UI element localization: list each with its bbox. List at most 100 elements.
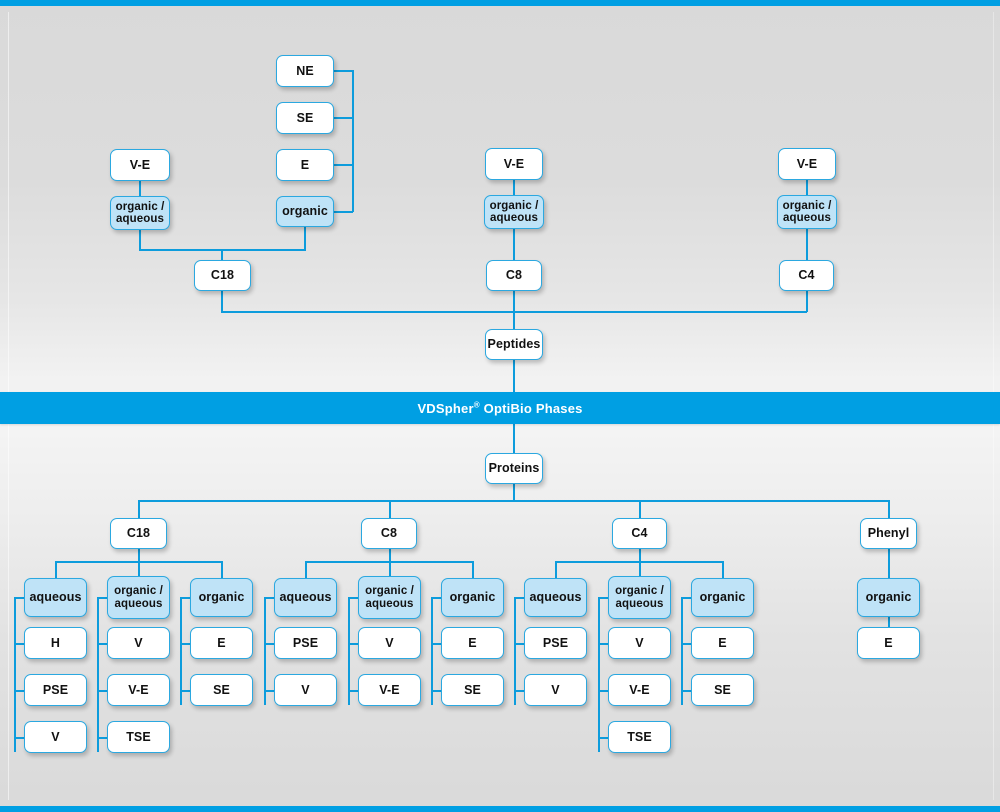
proteins-c8-organic-item-e[interactable]: E — [441, 627, 504, 659]
proteins-c4-mode-aqueous[interactable]: aqueous — [524, 578, 587, 617]
connector — [138, 561, 140, 576]
connector — [334, 70, 353, 72]
proteins-c8-aqueous-item-v[interactable]: V — [274, 674, 337, 706]
proteins-c8-mode-organic[interactable]: organic — [441, 578, 504, 617]
connector — [334, 164, 353, 166]
peptides-c18-organic-item-e[interactable]: E — [276, 149, 334, 181]
connector — [681, 643, 692, 645]
connector — [555, 561, 557, 578]
proteins-c4-organic-item-se[interactable]: SE — [691, 674, 754, 706]
connector — [14, 737, 25, 739]
connector — [180, 597, 182, 705]
bottom-accent-bar — [0, 806, 1000, 812]
connector — [431, 690, 442, 692]
proteins-c8-organic-aqueous-item-v[interactable]: V — [358, 627, 421, 659]
connector — [14, 643, 25, 645]
connector — [722, 561, 724, 578]
banner-title: VDSpher® OptiBio Phases — [417, 401, 582, 416]
connector — [334, 211, 353, 213]
proteins-c4-organic-aqueous-item-v[interactable]: V — [608, 627, 671, 659]
peptides-c18-mode-organic[interactable]: organic — [276, 196, 334, 227]
proteins-c8-aqueous-item-pse[interactable]: PSE — [274, 627, 337, 659]
registered-mark-icon: ® — [473, 400, 480, 410]
connector — [264, 597, 266, 705]
peptides-c18-organic-item-ne[interactable]: NE — [276, 55, 334, 87]
proteins-c4-aqueous-item-pse[interactable]: PSE — [524, 627, 587, 659]
peptides-c18-mode-organic-aqueous[interactable]: organic / aqueous — [110, 196, 170, 230]
proteins-phase-phenyl[interactable]: Phenyl — [860, 518, 917, 549]
proteins-c18-organic-item-se[interactable]: SE — [190, 674, 253, 706]
connector — [598, 597, 600, 752]
connector — [513, 180, 515, 195]
peptides-phase-c4[interactable]: C4 — [779, 260, 834, 291]
connector — [598, 597, 609, 599]
connector — [180, 643, 191, 645]
connector — [514, 643, 525, 645]
connector — [888, 617, 890, 627]
proteins-c18-mode-organic-aqueous[interactable]: organic / aqueous — [107, 576, 170, 619]
connector — [389, 561, 391, 576]
proteins-phase-c8[interactable]: C8 — [361, 518, 417, 549]
connector — [305, 561, 307, 578]
peptides-c18-organic-aqueous-item-v-e[interactable]: V-E — [110, 149, 170, 181]
peptides-c8-mode-organic-aqueous[interactable]: organic / aqueous — [484, 195, 544, 229]
proteins-c18-aqueous-item-h[interactable]: H — [24, 627, 87, 659]
proteins-root[interactable]: Proteins — [485, 453, 543, 484]
proteins-c8-organic-item-se[interactable]: SE — [441, 674, 504, 706]
connector — [513, 422, 515, 453]
connector — [598, 690, 609, 692]
proteins-c18-mode-aqueous[interactable]: aqueous — [24, 578, 87, 617]
connector — [139, 230, 141, 250]
proteins-phase-c4[interactable]: C4 — [612, 518, 667, 549]
proteins-c18-organic-aqueous-item-v[interactable]: V — [107, 627, 170, 659]
peptides-phase-c8[interactable]: C8 — [486, 260, 542, 291]
connector — [514, 690, 525, 692]
connector — [598, 643, 609, 645]
connector — [97, 690, 108, 692]
proteins-c4-organic-aqueous-item-tse[interactable]: TSE — [608, 721, 671, 753]
connector — [806, 229, 808, 260]
proteins-c4-mode-organic[interactable]: organic — [691, 578, 754, 617]
proteins-c18-organic-aqueous-item-v-e[interactable]: V-E — [107, 674, 170, 706]
proteins-c8-mode-aqueous[interactable]: aqueous — [274, 578, 337, 617]
proteins-c18-organic-aqueous-item-tse[interactable]: TSE — [107, 721, 170, 753]
connector — [513, 484, 515, 501]
proteins-c8-mode-organic-aqueous[interactable]: organic / aqueous — [358, 576, 421, 619]
peptides-c8-organic-aqueous-item-v-e[interactable]: V-E — [485, 148, 543, 180]
connector — [806, 291, 808, 312]
proteins-c18-aqueous-item-pse[interactable]: PSE — [24, 674, 87, 706]
proteins-c4-organic-item-e[interactable]: E — [691, 627, 754, 659]
proteins-c18-organic-item-e[interactable]: E — [190, 627, 253, 659]
peptides-phase-c18[interactable]: C18 — [194, 260, 251, 291]
connector — [681, 597, 683, 705]
proteins-c18-aqueous-item-v[interactable]: V — [24, 721, 87, 753]
connector — [304, 227, 306, 250]
peptides-root[interactable]: Peptides — [485, 329, 543, 360]
connector — [472, 561, 474, 578]
connector — [598, 737, 609, 739]
connector — [513, 291, 515, 312]
connector — [431, 597, 442, 599]
connector — [97, 737, 108, 739]
peptides-c4-organic-aqueous-item-v-e[interactable]: V-E — [778, 148, 836, 180]
peptides-c4-mode-organic-aqueous[interactable]: organic / aqueous — [777, 195, 837, 229]
connector — [138, 500, 140, 518]
connector — [513, 311, 515, 329]
connector — [221, 291, 223, 312]
proteins-c8-organic-aqueous-item-v-e[interactable]: V-E — [358, 674, 421, 706]
connector — [97, 643, 108, 645]
proteins-phenyl-organic-item-e[interactable]: E — [857, 627, 920, 659]
proteins-c4-aqueous-item-v[interactable]: V — [524, 674, 587, 706]
connector — [806, 180, 808, 195]
proteins-phase-c18[interactable]: C18 — [110, 518, 167, 549]
peptides-c18-organic-item-se[interactable]: SE — [276, 102, 334, 134]
connector — [639, 561, 641, 576]
connector — [14, 597, 16, 752]
connector — [14, 690, 25, 692]
connector — [389, 500, 391, 518]
proteins-c4-mode-organic-aqueous[interactable]: organic / aqueous — [608, 576, 671, 619]
proteins-phenyl-mode-organic[interactable]: organic — [857, 578, 920, 617]
proteins-c18-mode-organic[interactable]: organic — [190, 578, 253, 617]
proteins-c4-organic-aqueous-item-v-e[interactable]: V-E — [608, 674, 671, 706]
